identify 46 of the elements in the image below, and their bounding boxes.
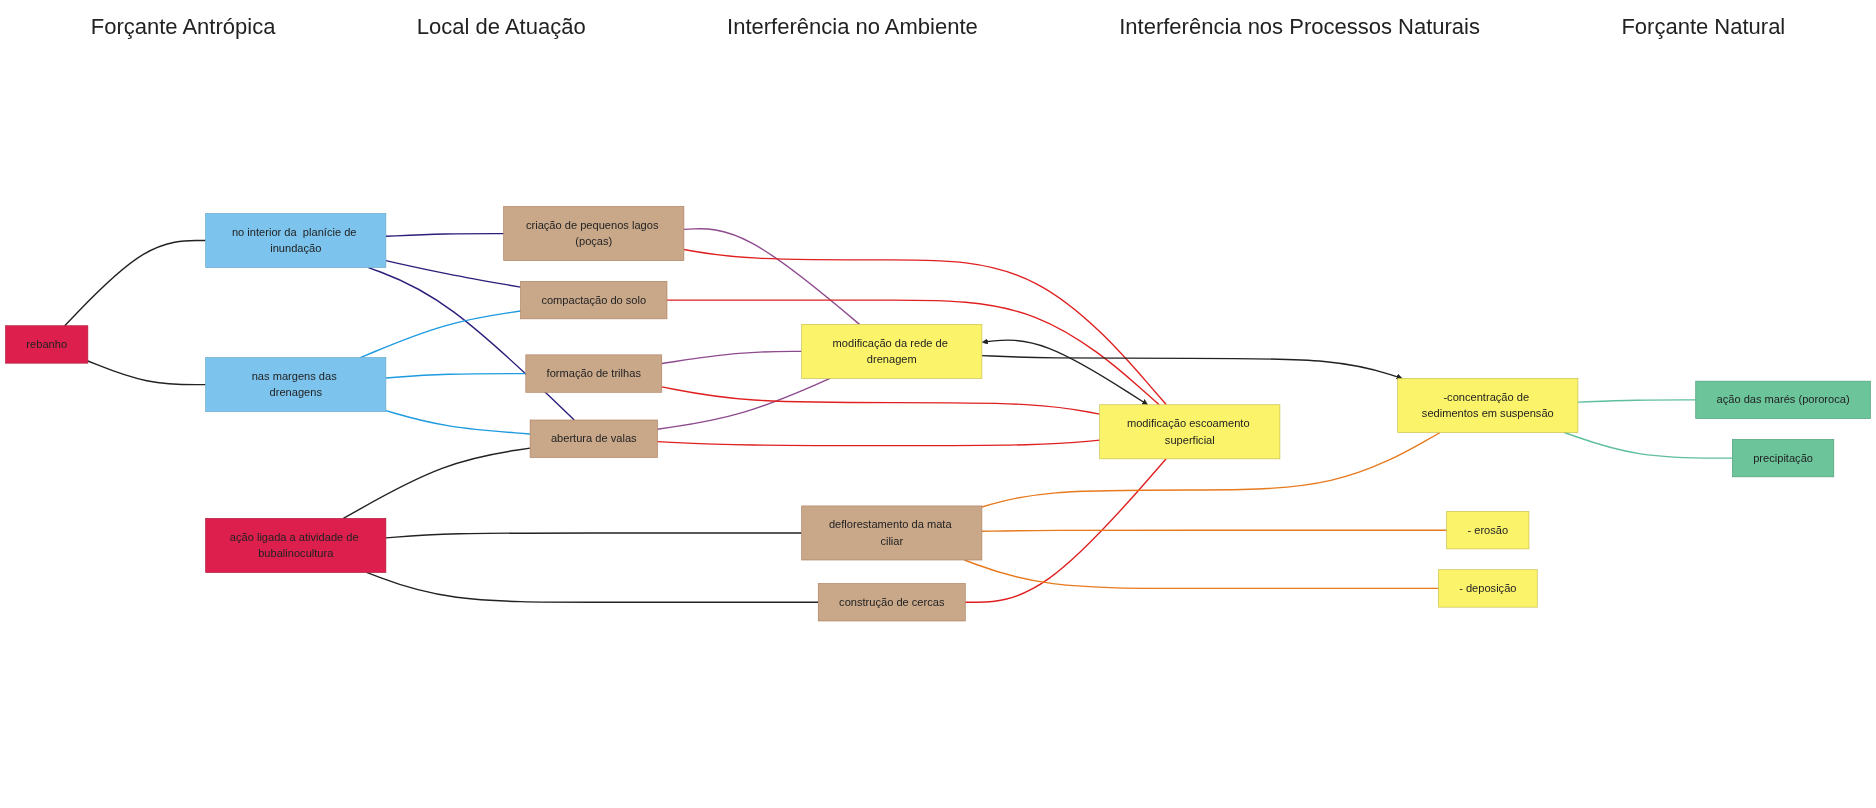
node-box: rebanho — [5, 325, 89, 364]
connector — [981, 529, 1448, 533]
connector — [656, 377, 831, 431]
connector — [683, 228, 861, 326]
connector — [359, 310, 522, 359]
connector — [656, 439, 1101, 447]
node-box: formação de trilhas — [525, 354, 663, 393]
node-box: ação das marés (pororoca) — [1695, 381, 1871, 420]
column-heading: Forçante Natural — [1621, 14, 1786, 40]
node-box: modificação escoamento superficial — [1099, 404, 1281, 460]
connector — [683, 249, 1168, 406]
connector — [964, 458, 1167, 604]
connector — [981, 432, 1441, 508]
column-heading: Interferência no Ambiente — [727, 14, 978, 40]
node-box: - deposição — [1438, 569, 1538, 608]
connector — [367, 267, 575, 421]
node-box: deflorestamento da mata ciliar — [801, 505, 983, 561]
connector — [385, 373, 527, 379]
connector — [1563, 432, 1734, 460]
connector — [666, 299, 1160, 406]
connector — [1577, 399, 1697, 404]
node-box: modificação da rede de drenagem — [801, 324, 983, 379]
column-heading: Forçante Antrópica — [90, 14, 276, 40]
column-heading: Local de Atuação — [416, 14, 586, 40]
connector — [385, 532, 803, 539]
node-box: ação ligada a atividade de bubalinocultura — [205, 518, 387, 574]
node-box: abertura de valas — [529, 419, 658, 458]
connector — [385, 233, 505, 238]
node-box: compactação do solo — [520, 281, 668, 320]
connector — [385, 260, 522, 289]
arrow — [981, 338, 1148, 406]
connector — [87, 360, 207, 386]
node-box: nas margens das drenagens — [205, 357, 387, 413]
connector — [661, 386, 1101, 416]
connector — [342, 447, 531, 520]
connector — [385, 410, 531, 435]
node-box: no interior da planície de inundação — [205, 213, 387, 269]
node-box: construção de cercas — [817, 583, 966, 622]
node-box: criação de pequenos lagos (poças) — [503, 206, 685, 262]
node-box: -concentração de sedimentos em suspensão — [1397, 378, 1579, 434]
node-box: precipitação — [1732, 439, 1835, 478]
column-heading: Interferência nos Processos Naturais — [1119, 14, 1480, 40]
connector — [661, 350, 803, 365]
connector — [64, 240, 207, 327]
node-box: - erosão — [1446, 511, 1530, 550]
arrow — [981, 355, 1403, 380]
